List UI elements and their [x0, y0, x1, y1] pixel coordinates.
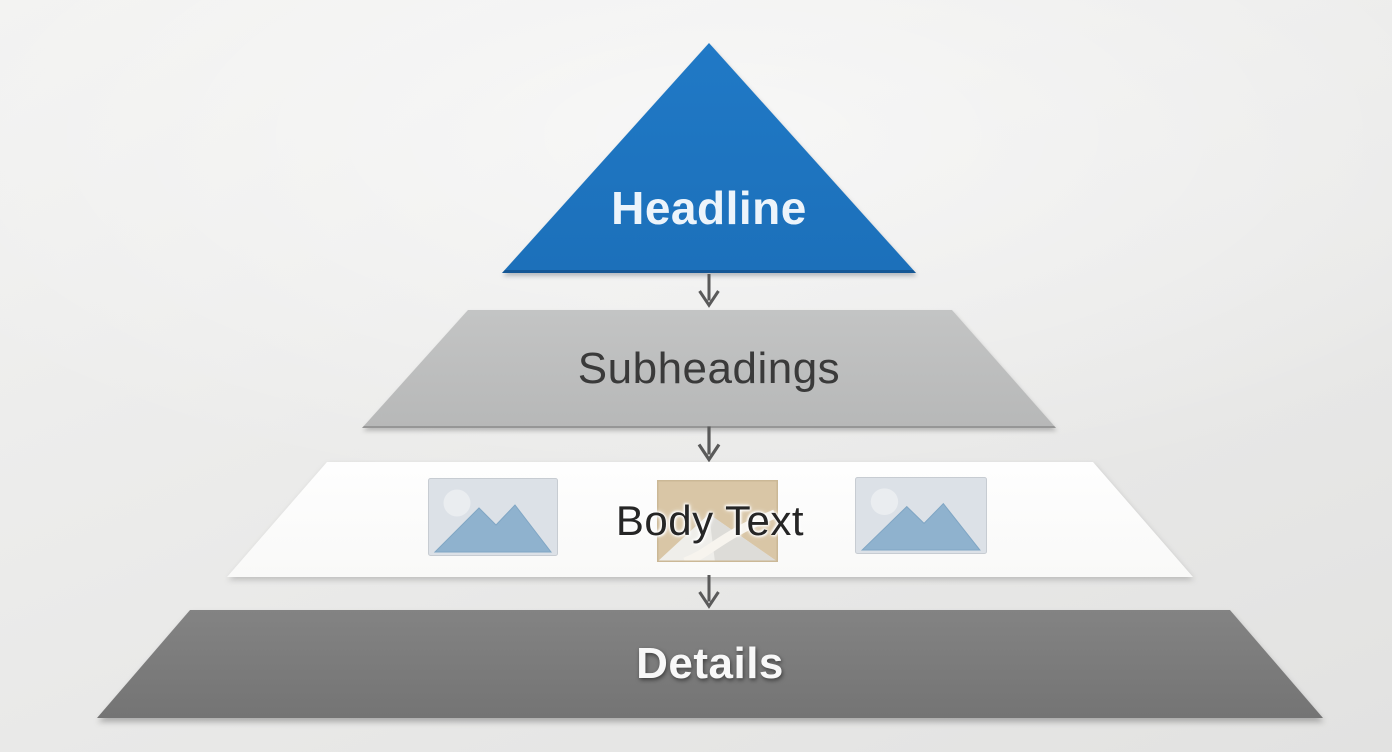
pyramid-level-subheadings: Subheadings — [362, 310, 1056, 428]
down-arrow-icon — [695, 575, 723, 609]
body-text-trapezoid-shape: Body Text — [227, 462, 1193, 577]
image-placeholder-icon — [428, 478, 558, 556]
down-arrow-icon — [695, 274, 723, 308]
down-arrow-icon — [695, 426, 723, 463]
details-level-label: Details — [636, 639, 784, 688]
headline-level-label: Headline — [611, 182, 807, 234]
subheadings-trapezoid-shape: Subheadings — [362, 310, 1056, 428]
pyramid-level-body-text: Body Text — [227, 462, 1193, 577]
photo-thumbnail-icon — [657, 480, 778, 567]
headline-triangle-shape: Headline — [502, 43, 916, 273]
subheadings-level-label: Subheadings — [577, 344, 841, 393]
image-placeholder-icon — [855, 477, 987, 554]
pyramid-level-headline: Headline — [502, 43, 916, 273]
pyramid-level-details: Details — [97, 610, 1323, 718]
body-text-level-label: Body Text — [615, 496, 805, 544]
details-trapezoid-shape: Details — [97, 610, 1323, 718]
